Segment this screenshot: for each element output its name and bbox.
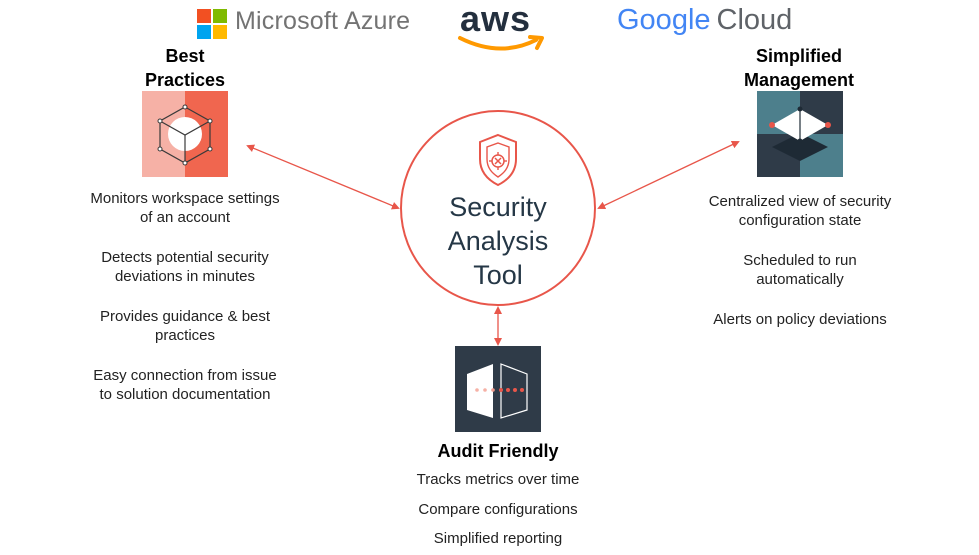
audit-friendly-heading: Audit Friendly: [437, 441, 559, 461]
shield-icon: [479, 133, 517, 187]
simplified-management-heading: Simplified Management: [743, 46, 855, 90]
microsoft-logo-icon: [197, 9, 227, 39]
audit-friendly-bullet-2: Compare configurations: [418, 501, 578, 518]
center-title: Security Analysis Tool: [447, 192, 549, 290]
layers-icon: [757, 91, 843, 177]
google-wordmark: Google: [617, 4, 711, 36]
simplified-management-tile: [757, 91, 843, 177]
arrow-best-practices: [246, 144, 400, 210]
audit-friendly-bullet-3: Simplified reporting: [433, 530, 563, 547]
best-practices-tile: [142, 91, 228, 177]
simplified-management-bullet-3: Alerts on policy deviations: [713, 311, 887, 328]
audit-friendly-bullet-1: Tracks metrics over time: [416, 471, 580, 488]
audit-friendly-tile: [455, 346, 541, 432]
aws-smile-icon: [458, 35, 544, 51]
compare-panels-icon: [455, 346, 541, 432]
center-circle: [400, 110, 596, 306]
cube-icon: [142, 91, 228, 177]
microsoft-azure-logo-text: Microsoft Azure: [235, 7, 411, 35]
best-practices-heading: Best Practices: [144, 46, 226, 90]
arrow-simplified-management: [597, 140, 740, 210]
aws-logo-text: aws: [460, 0, 532, 39]
cloud-wordmark: Cloud: [716, 4, 793, 36]
